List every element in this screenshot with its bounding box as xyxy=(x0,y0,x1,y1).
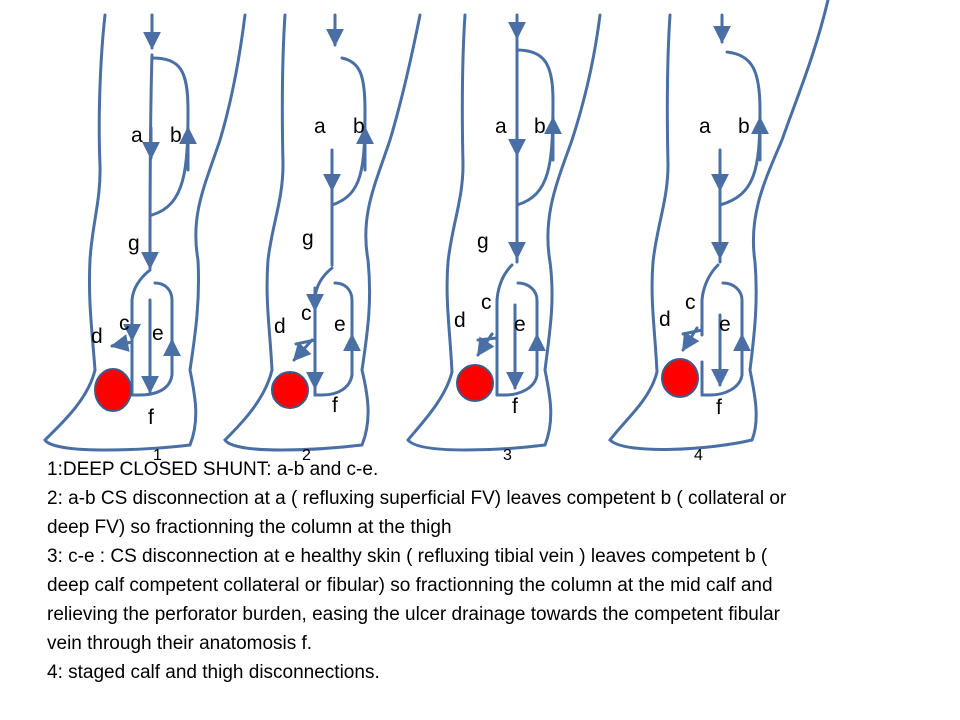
leg-outline-back xyxy=(223,13,422,452)
caption-line-4: 4: staged calf and thigh disconnections. xyxy=(47,662,380,683)
venous-shunt-diagram: a b g c d e f 1 a b g c d e f xyxy=(43,0,830,464)
panel-number-2: 2 xyxy=(302,447,311,464)
label-a: a xyxy=(131,124,143,147)
vein-c xyxy=(700,263,720,337)
panel-number-3: 3 xyxy=(503,447,512,464)
label-f: f xyxy=(512,395,518,418)
ulcer xyxy=(661,358,699,398)
vein-c xyxy=(130,268,152,397)
vein-e-loop xyxy=(313,281,354,397)
label-e: e xyxy=(152,322,164,345)
label-b: b xyxy=(353,115,365,138)
vein-b-loop xyxy=(515,48,555,207)
vein-b-loop xyxy=(718,50,762,207)
label-e: e xyxy=(514,313,526,336)
vein-c xyxy=(313,266,334,397)
label-e: e xyxy=(334,313,346,336)
ulcer xyxy=(456,364,494,402)
leg-outline-back xyxy=(608,0,830,451)
leg-outline-back xyxy=(43,13,247,452)
label-d: d xyxy=(454,309,466,332)
vein-arrow-d xyxy=(476,332,495,357)
vein-arrow-d xyxy=(292,338,314,362)
label-f: f xyxy=(148,406,154,429)
leg-outline-back xyxy=(406,13,602,452)
label-g: g xyxy=(302,227,314,250)
vein-b-loop xyxy=(330,56,367,207)
label-e: e xyxy=(719,313,731,336)
label-b: b xyxy=(170,124,182,147)
label-a: a xyxy=(495,115,507,138)
caption-line-2a: 2: a-b CS disconnection at a ( refluxing… xyxy=(47,488,787,509)
label-d: d xyxy=(91,325,103,348)
label-c: c xyxy=(301,302,312,325)
label-a: a xyxy=(314,115,326,138)
panel-3 xyxy=(406,13,602,452)
panel-number-1: 1 xyxy=(153,447,162,464)
label-a: a xyxy=(699,115,711,138)
caption-line-3d: vein through their anatomosis f. xyxy=(47,633,313,654)
label-c: c xyxy=(481,291,492,314)
label-c: c xyxy=(119,312,130,335)
vein-c xyxy=(495,263,514,397)
vein-e-loop xyxy=(700,281,744,397)
ulcer xyxy=(94,368,132,412)
vein-b-loop xyxy=(150,56,190,217)
vein-arrow-d xyxy=(681,326,700,352)
label-g: g xyxy=(128,232,140,255)
label-b: b xyxy=(534,115,546,138)
figure-caption: 1:DEEP CLOSED SHUNT: a-b and c-e. 2: a-b… xyxy=(47,455,947,687)
caption-line-2b: deep FV) so fractionning the column at t… xyxy=(47,517,452,538)
label-f: f xyxy=(332,394,338,417)
vein-e-loop xyxy=(130,281,174,397)
label-d: d xyxy=(274,315,286,338)
ulcer xyxy=(271,371,309,409)
caption-line-3c: relieving the perforator burden, easing … xyxy=(47,604,780,625)
caption-line-1: 1:DEEP CLOSED SHUNT: a-b and c-e. xyxy=(47,459,379,480)
panel-2 xyxy=(223,13,422,452)
panel-number-4: 4 xyxy=(694,447,703,464)
label-g: g xyxy=(477,230,489,253)
label-f: f xyxy=(716,396,722,419)
panel-1 xyxy=(43,13,247,452)
vein-e-loop xyxy=(495,281,539,397)
vein-arrow-d xyxy=(110,334,130,352)
label-b: b xyxy=(738,115,750,138)
label-c: c xyxy=(685,291,696,314)
caption-line-3a: 3: c-e : CS disconnection at e healthy s… xyxy=(47,546,768,567)
caption-line-3b: deep calf competent collateral or fibula… xyxy=(47,575,773,596)
label-d: d xyxy=(659,308,671,331)
panel-4 xyxy=(608,0,830,451)
